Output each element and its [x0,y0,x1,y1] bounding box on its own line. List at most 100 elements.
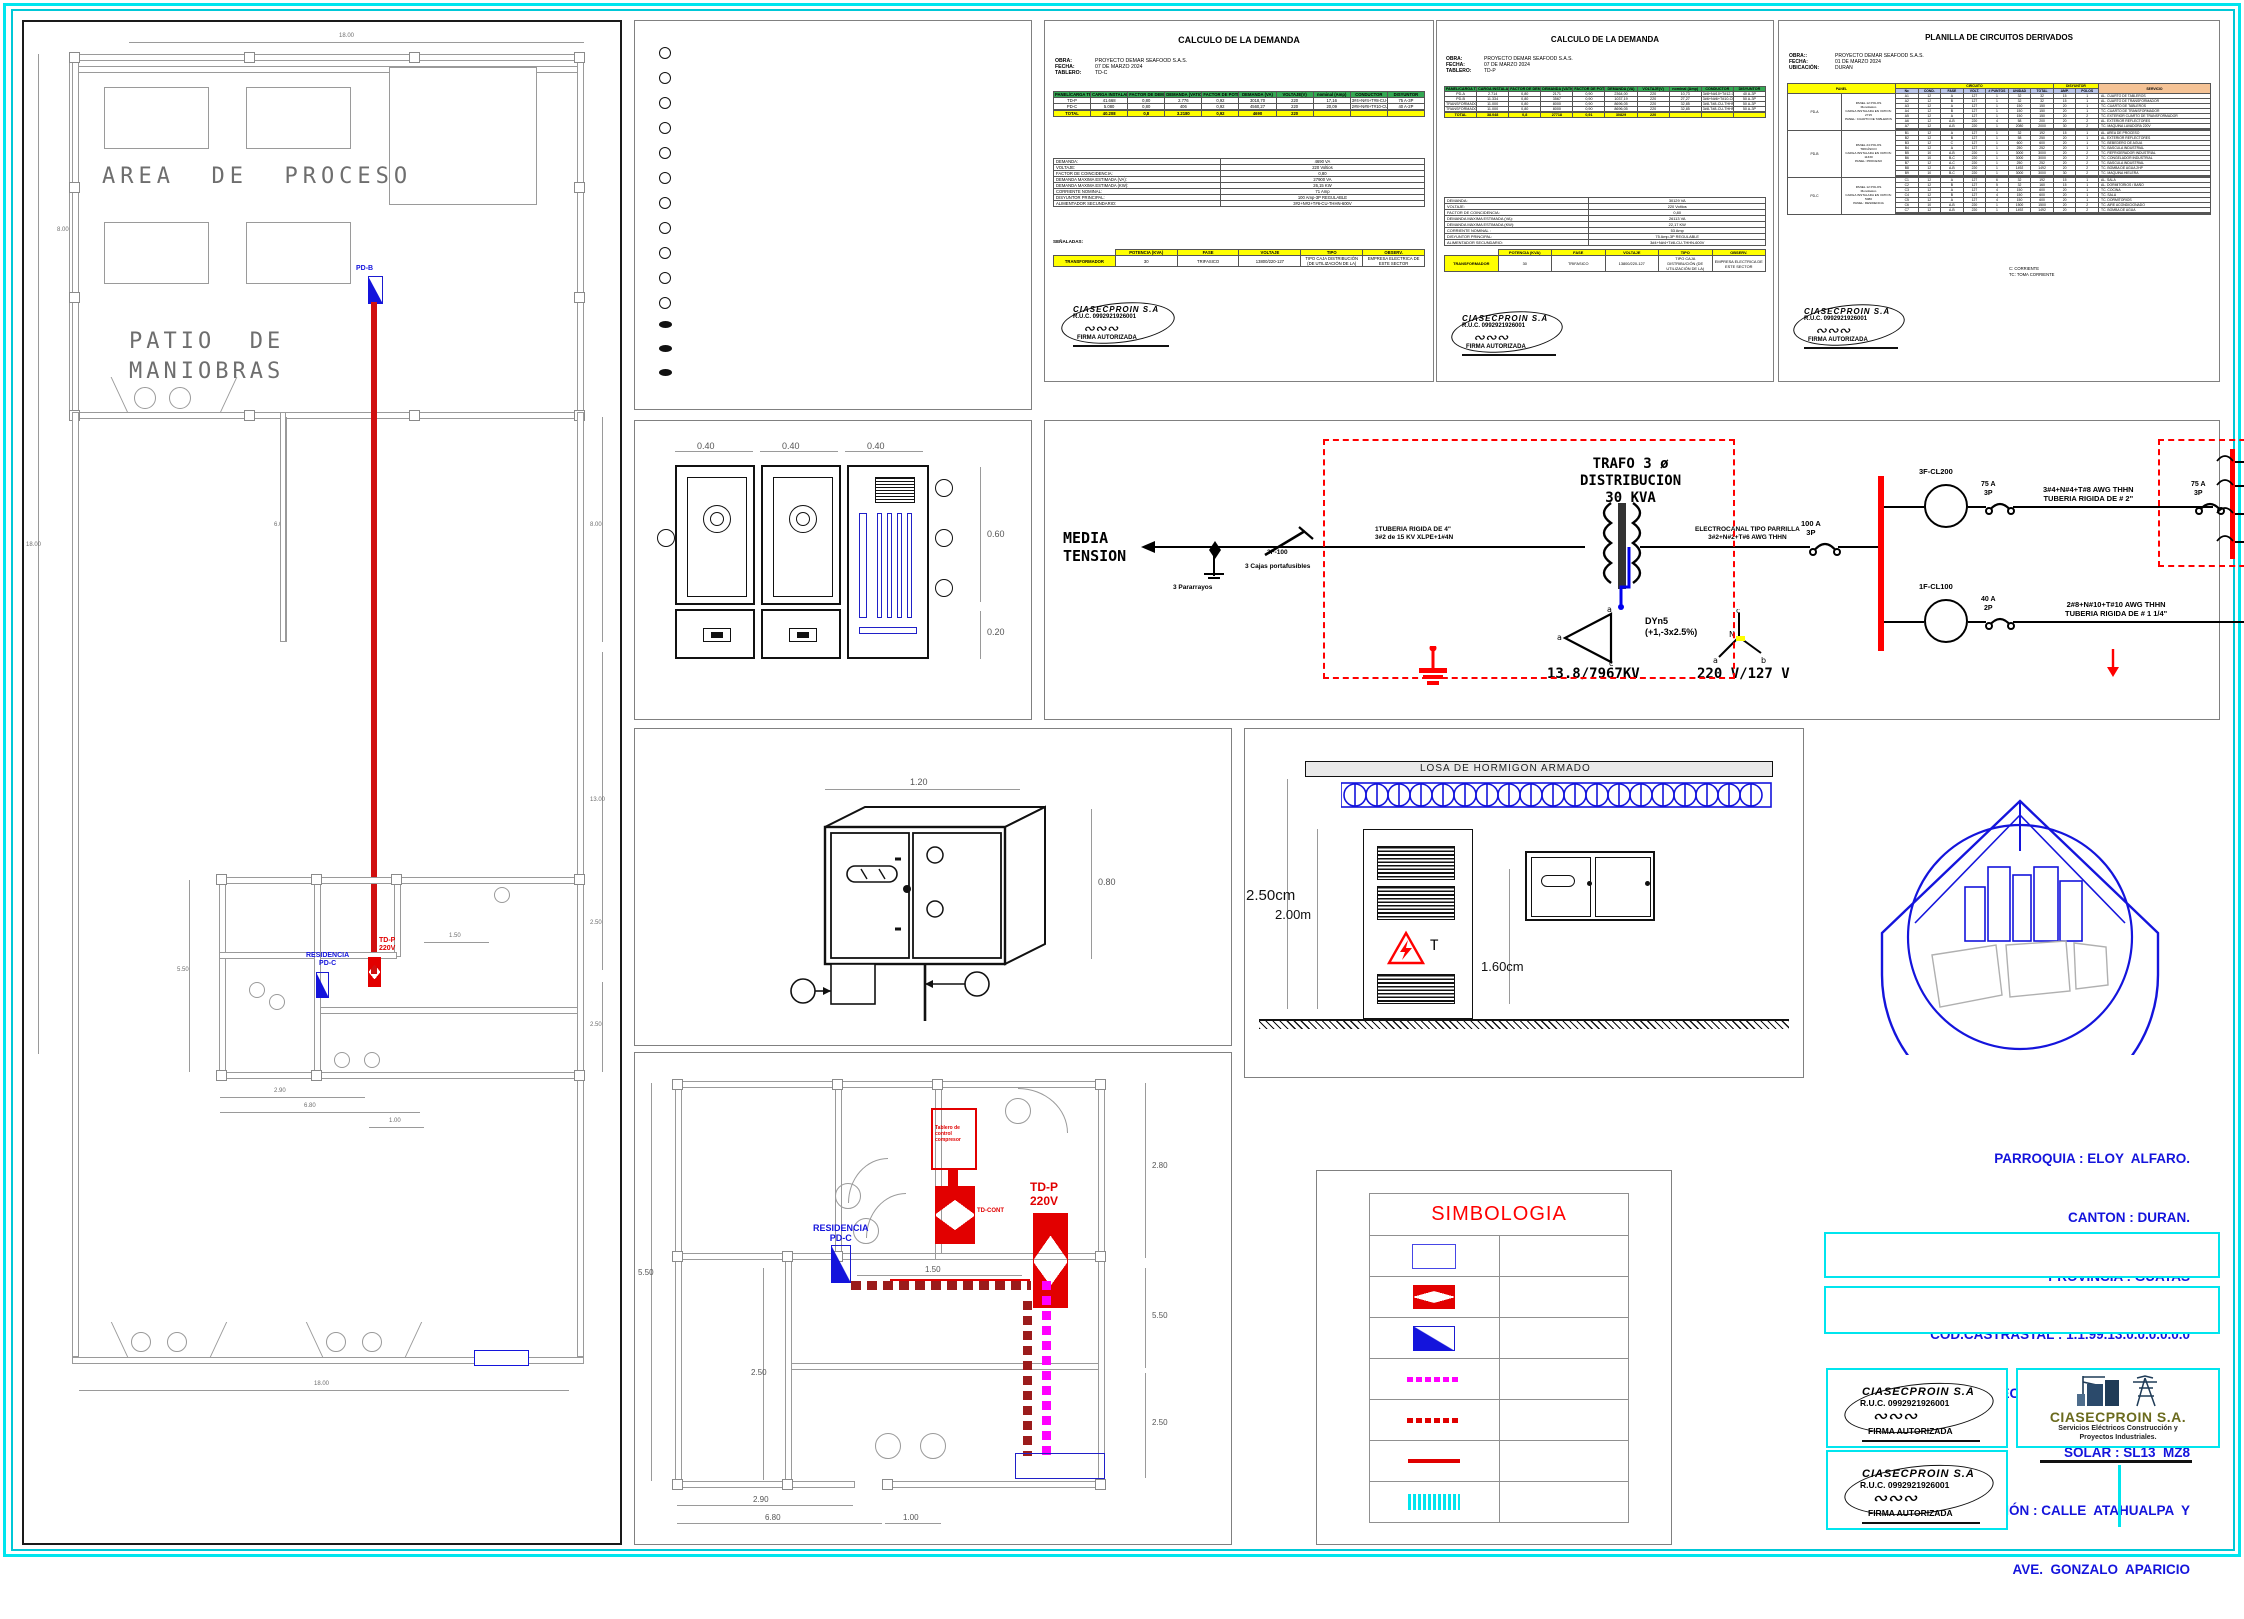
calc-col-8: CONDUCTOR [1700,86,1734,92]
pl-meta-key-ubic: UBICACIÓN: [1789,65,1819,71]
panel-symbol-pdb [368,276,383,304]
dim-elev-3: 1.60cm [1481,959,1524,974]
pl-note-0: C: CORRIENTE [2009,266,2040,271]
location-info-block: PARROQUIA : ELOY ALFARO. CANTON : DURAN.… [1790,1110,2190,1619]
loc-val-7: AVE. GONZALO APARICIO [2012,1561,2190,1577]
logo-graphic-icon [2077,1375,2157,1407]
dim-res2-r1: 2.80 [1152,1161,1168,1170]
label-feeder-pdc: 2#8+N#10+T#10 AWG THHN TUBERIA RIGIDA DE… [2065,600,2168,619]
dim-plan-patio: 6.00 [274,522,286,528]
loc-val-6: CALLE ATAHUALPA Y [2041,1503,2190,1519]
calc-col-0: PANEL/CARGA TRIFÁSICO [1443,86,1478,92]
lighting-layout-panel [634,20,1032,410]
meta-val-fecha-2: 07 DE MARZO 2024 [1484,62,1530,68]
loc-val-1: DURAN. [2137,1209,2191,1225]
symbol-solid-red-icon [1408,1459,1461,1463]
ventilation-grille [1341,782,1772,808]
info-row: ALIMENTADOR SECUNDARIO:3#4+N#4+T#8-CU-TH… [1443,239,1766,246]
panel-cabinet-elev [1525,851,1655,921]
title-block-logo: CIASECPROIN S.A. Servicios Eléctricos Co… [2016,1368,2220,1448]
sec-title-1: SEÑALADAS: [1053,239,1084,244]
label-electrocanal: ELECTROCANAL TIPO PARRILLA 3#2+N#2+T#6 A… [1695,526,1800,542]
dim-cabinet-height: 0.80 [1098,877,1116,887]
symbol-desc-3 [1498,1358,1629,1401]
calc-col-3: DEMANDA (VATIOS) [1164,91,1203,98]
feeder-line-pdb [371,302,377,974]
symbol-desc-2 [1498,1317,1629,1360]
label-tdp-res: TD-P 220V [1030,1180,1059,1208]
svg-text:b: b [1761,656,1766,665]
label-meter-1f: 1F-CL100 [1919,582,1953,591]
ground-arrow-down [2107,649,2119,677]
pl-note-1: TC: TOMA CORRIENTE [2009,272,2055,278]
ground-symbol [1419,646,1447,685]
stamp-firma-2: FIRMA AUTORIZADA [1466,344,1526,350]
dim-res2-i1: 1.50 [925,1265,941,1274]
plan-label-residencia: RESIDENCIA PD-C [306,952,350,968]
dim-meter-h1: 0.60 [987,529,1005,539]
bus-bar-sub [2230,449,2235,559]
delta-vector-icon: a a c [1557,606,1613,668]
label-feeder-tdp: 3#4+N#4+T#8 AWG THHN TUBERIA RIGIDA DE #… [2043,485,2134,504]
transformer-cabinet: T [1363,829,1473,1019]
concrete-slab [1305,761,1773,777]
plan-label-tdp: TD-P 220V [379,937,396,953]
dim-plan-bottom-total: 18.00 [314,1381,330,1387]
svg-text:a: a [1607,606,1612,614]
fuse-switch-icon [1264,526,1314,557]
feeder-run-magenta [1042,1281,1051,1456]
single-line-diagram-panel: MEDIA TENSION 3 Pararrayos 3F-100 3 Caja… [1044,420,2244,720]
meta-key-fecha-2: FECHA: [1446,62,1465,68]
meter-box-1-lower [675,609,755,659]
dim-res-b2: 6.80 [304,1103,316,1109]
meter-3f-icon [1924,484,1968,528]
pl-meta-val-ubic: DURAN [1835,65,1853,71]
dim-plan-top: 18.00 [339,33,355,39]
pl-panel-name: PD-B [1787,130,1842,178]
symbol-legend-table: SIMBOLOGIA [1369,1192,1629,1523]
wye-vector-icon: c N a b [1713,609,1766,665]
breaker-box-3 [847,465,929,659]
sig-company-2: CIASECPROIN S.A [1862,1468,1975,1480]
loc-val-5: SL13 MZ8 [2123,1444,2190,1460]
svg-text:N: N [1729,630,1735,639]
meter-box-2 [761,465,841,605]
pl-panel-name: PD-A [1787,93,1842,131]
breaker-40a-icon [1985,617,2015,630]
meta-key-fecha-1: FECHA: [1055,64,1075,70]
label-main-breaker: 100 A 3P [1801,519,1821,538]
sig-ruc-1: R.U.C. 0992921926001 [1860,1398,1950,1408]
svg-text:a: a [1713,656,1718,665]
meta-val-obra-1: PROYECTO DEMAR SEAFOOD S.A.S. [1095,58,1188,64]
dim-meter-1: 0.40 [697,441,715,451]
label-pararrayos: 3 Pararrayos [1173,584,1213,591]
symbol-legend-title: SIMBOLOGIA [1431,1203,1567,1226]
calc-col-5: DEMANDA (VA) [1604,86,1638,92]
luminaire-dots [659,47,671,322]
stamp-ruc-1: R.U.C. 0992921926001 [1073,314,1137,320]
switchgear-enclosure-1 [1323,439,1735,679]
stamp-company-2: CIASECPROIN S.A [1462,314,1549,323]
svg-text:c: c [1609,659,1613,668]
dim-res2-b1: 2.90 [753,1495,769,1504]
loc-key-5: SOLAR : [2063,1444,2120,1460]
symbol-cyan-band-icon [1408,1494,1461,1510]
company-stamp-3: CIASECPROIN S.A R.U.C. 0992921926001 ∾∾∾… [1791,299,1909,351]
plan-label-patio: PATIO DE MANIOBRAS [129,329,285,384]
equipment-rect [1015,1453,1105,1479]
symbol-bowtie-red-icon [1413,1285,1456,1310]
calc-col-3: DEMANDA (VATIOS) [1540,86,1574,92]
pl-meta-key-obra: OBRA:: [1789,53,1808,59]
company-stamp-1: CIASECPROIN S.A R.U.C. 0992921926001 ∾∾∾… [1059,297,1179,349]
